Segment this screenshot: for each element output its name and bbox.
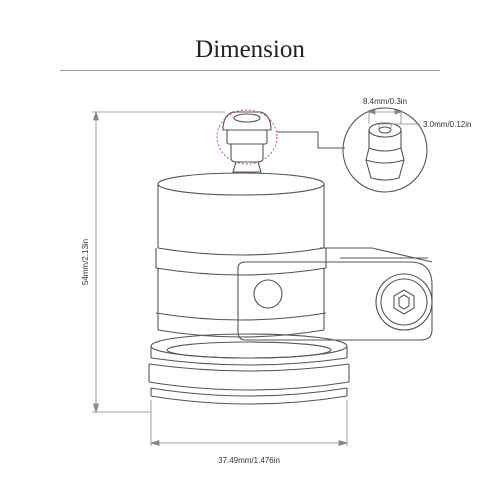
threaded-base [148,333,350,405]
outer-diameter-dimension [367,109,403,124]
diagram-title: Dimension [195,36,305,63]
clamp-band [155,247,327,338]
inner-diameter-dimension [378,123,420,131]
outer-diameter-label: 8.4mm/0.3in [363,97,407,106]
reservoir-top [157,172,325,248]
detail-zoom-view [342,107,428,193]
height-label: 54mm/2.13in [81,239,90,285]
title-underline [60,70,440,71]
detail-leader-line [277,131,345,149]
cap-plug [253,279,283,309]
mounting-bracket [237,247,433,341]
height-dimension [92,110,225,414]
bolt-head [375,273,433,331]
width-label: 37.49mm/1.476in [218,456,280,465]
inner-diameter-label: 3.0mm/0.12in [423,120,471,129]
detail-highlight-circle [216,109,278,165]
nipple-fitting [222,111,272,173]
width-dimension [149,400,349,447]
